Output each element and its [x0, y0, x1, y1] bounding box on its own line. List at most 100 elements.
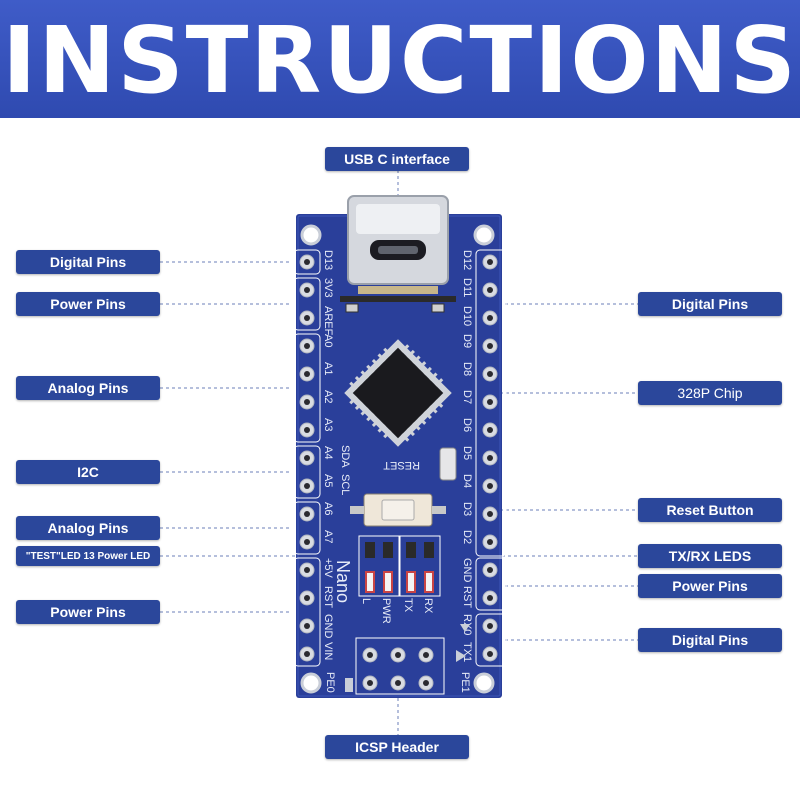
icsp-pin-pad	[362, 675, 378, 691]
left-pin-label: A4	[322, 446, 334, 459]
icsp-pin-pad	[362, 647, 378, 663]
left-pin-pad	[299, 254, 315, 270]
banner-title: INSTRUCTIONS	[2, 7, 798, 114]
digital-pins-left-label: Digital Pins	[16, 250, 160, 274]
nano-silk-text: Nano	[333, 560, 353, 603]
led-l-silk: L	[360, 598, 372, 604]
digital-pins-right-label: Digital Pins	[638, 292, 782, 316]
left-pin-pad	[299, 562, 315, 578]
left-pin-label: AREF	[322, 306, 334, 336]
right-pin-pad	[482, 366, 498, 382]
left-pin-pad	[299, 394, 315, 410]
right-pin-pad	[482, 618, 498, 634]
txrx-leds-label: TX/RX LEDS	[638, 544, 782, 568]
right-pin-pad	[482, 310, 498, 326]
right-pin-label: D7	[461, 390, 473, 404]
right-pin-label: D9	[461, 334, 473, 348]
analog-pins-left-label: Analog Pins	[16, 376, 160, 400]
left-pin-pad	[299, 282, 315, 298]
right-pin-pad	[482, 590, 498, 606]
icsp-pins	[362, 647, 434, 691]
digital-pins-right-2-label: Digital Pins	[638, 628, 782, 652]
right-pin-label: D10	[461, 306, 473, 326]
right-pin-labels: D12D11D10D9D8D7D6D5D4D3D2GNDRSTRX0TX1	[461, 250, 473, 662]
left-pin-label: A2	[322, 390, 334, 403]
chip-label: 328P Chip	[638, 381, 782, 405]
reset-silk-text: RESET	[383, 459, 420, 471]
pe0-silk: PE0	[324, 672, 336, 693]
right-pin-pad	[482, 338, 498, 354]
i2c-label: I2C	[16, 460, 160, 484]
left-pin-pad	[299, 534, 315, 550]
right-pin-label: RST	[461, 586, 473, 608]
left-pin-header	[299, 254, 315, 662]
power-pins-left-bottom-label: Power Pins	[16, 600, 160, 624]
left-pin-label: GND	[322, 614, 334, 639]
power-pins-left-top-label: Power Pins	[16, 292, 160, 316]
pcb	[296, 214, 502, 698]
led-pwr-silk: PWR	[380, 598, 392, 624]
right-pin-label: TX1	[461, 642, 473, 662]
pin-group-outlines	[293, 249, 507, 667]
left-pin-label: RST	[322, 586, 334, 608]
title-banner: INSTRUCTIONS	[0, 0, 800, 118]
right-pin-pad	[482, 478, 498, 494]
left-pin-pad	[299, 366, 315, 382]
left-pin-pad	[299, 590, 315, 606]
right-pin-label: D11	[461, 278, 473, 297]
right-pin-pad	[482, 282, 498, 298]
right-pin-pad	[482, 534, 498, 550]
left-pin-label: A3	[322, 418, 334, 431]
right-pin-pad	[482, 562, 498, 578]
right-pin-pad	[482, 450, 498, 466]
left-pin-pad	[299, 422, 315, 438]
usb-c-label: USB C interface	[325, 147, 469, 171]
left-pin-label: D13	[322, 250, 334, 270]
right-pin-pad	[482, 422, 498, 438]
icsp-header	[355, 637, 445, 695]
leader-lines	[160, 170, 638, 735]
sda-silk-text: SDA	[339, 445, 351, 468]
right-pin-label: D2	[461, 530, 473, 544]
left-pin-pad	[299, 506, 315, 522]
left-pin-label: A1	[322, 362, 334, 375]
power-pins-right-label: Power Pins	[638, 574, 782, 598]
left-pin-label: A6	[322, 502, 334, 515]
right-pin-label: D4	[461, 474, 473, 488]
right-pin-pad	[482, 394, 498, 410]
leds	[358, 535, 441, 597]
right-pin-label: GND	[461, 558, 473, 583]
analog-pins-left-2-label: Analog Pins	[16, 516, 160, 540]
left-pin-label: VIN	[322, 642, 334, 660]
left-pin-label: +5V	[322, 558, 334, 579]
atmega-328p-chip	[344, 339, 452, 447]
usb-c-connector	[340, 195, 456, 302]
icsp-pin-pad	[418, 675, 434, 691]
left-pin-label: A0	[322, 334, 334, 347]
left-pin-pad	[299, 338, 315, 354]
left-pin-label: 3V3	[322, 278, 334, 298]
left-pin-pad	[299, 450, 315, 466]
led-rx-silk: RX	[422, 598, 434, 614]
icsp-pin-pad	[418, 647, 434, 663]
reset-button	[350, 493, 446, 527]
left-pin-pad	[299, 618, 315, 634]
left-pin-pad	[299, 646, 315, 662]
icsp-pin-pad	[390, 675, 406, 691]
right-pin-label: D12	[461, 250, 473, 270]
right-pin-header	[482, 254, 498, 662]
right-pin-label: D6	[461, 418, 473, 432]
icsp-header-label: ICSP Header	[325, 735, 469, 759]
right-pin-pad	[482, 646, 498, 662]
right-pin-pad	[482, 506, 498, 522]
mounting-holes	[300, 224, 495, 694]
led-tx-silk: TX	[402, 598, 414, 613]
reset-button-label: Reset Button	[638, 498, 782, 522]
right-pin-label: D5	[461, 446, 473, 460]
left-pin-pad	[299, 310, 315, 326]
right-pin-label: D8	[461, 362, 473, 376]
right-pin-label: D3	[461, 502, 473, 516]
scl-silk-text: SCL	[339, 474, 351, 495]
pe1-silk: PE1	[459, 672, 471, 693]
